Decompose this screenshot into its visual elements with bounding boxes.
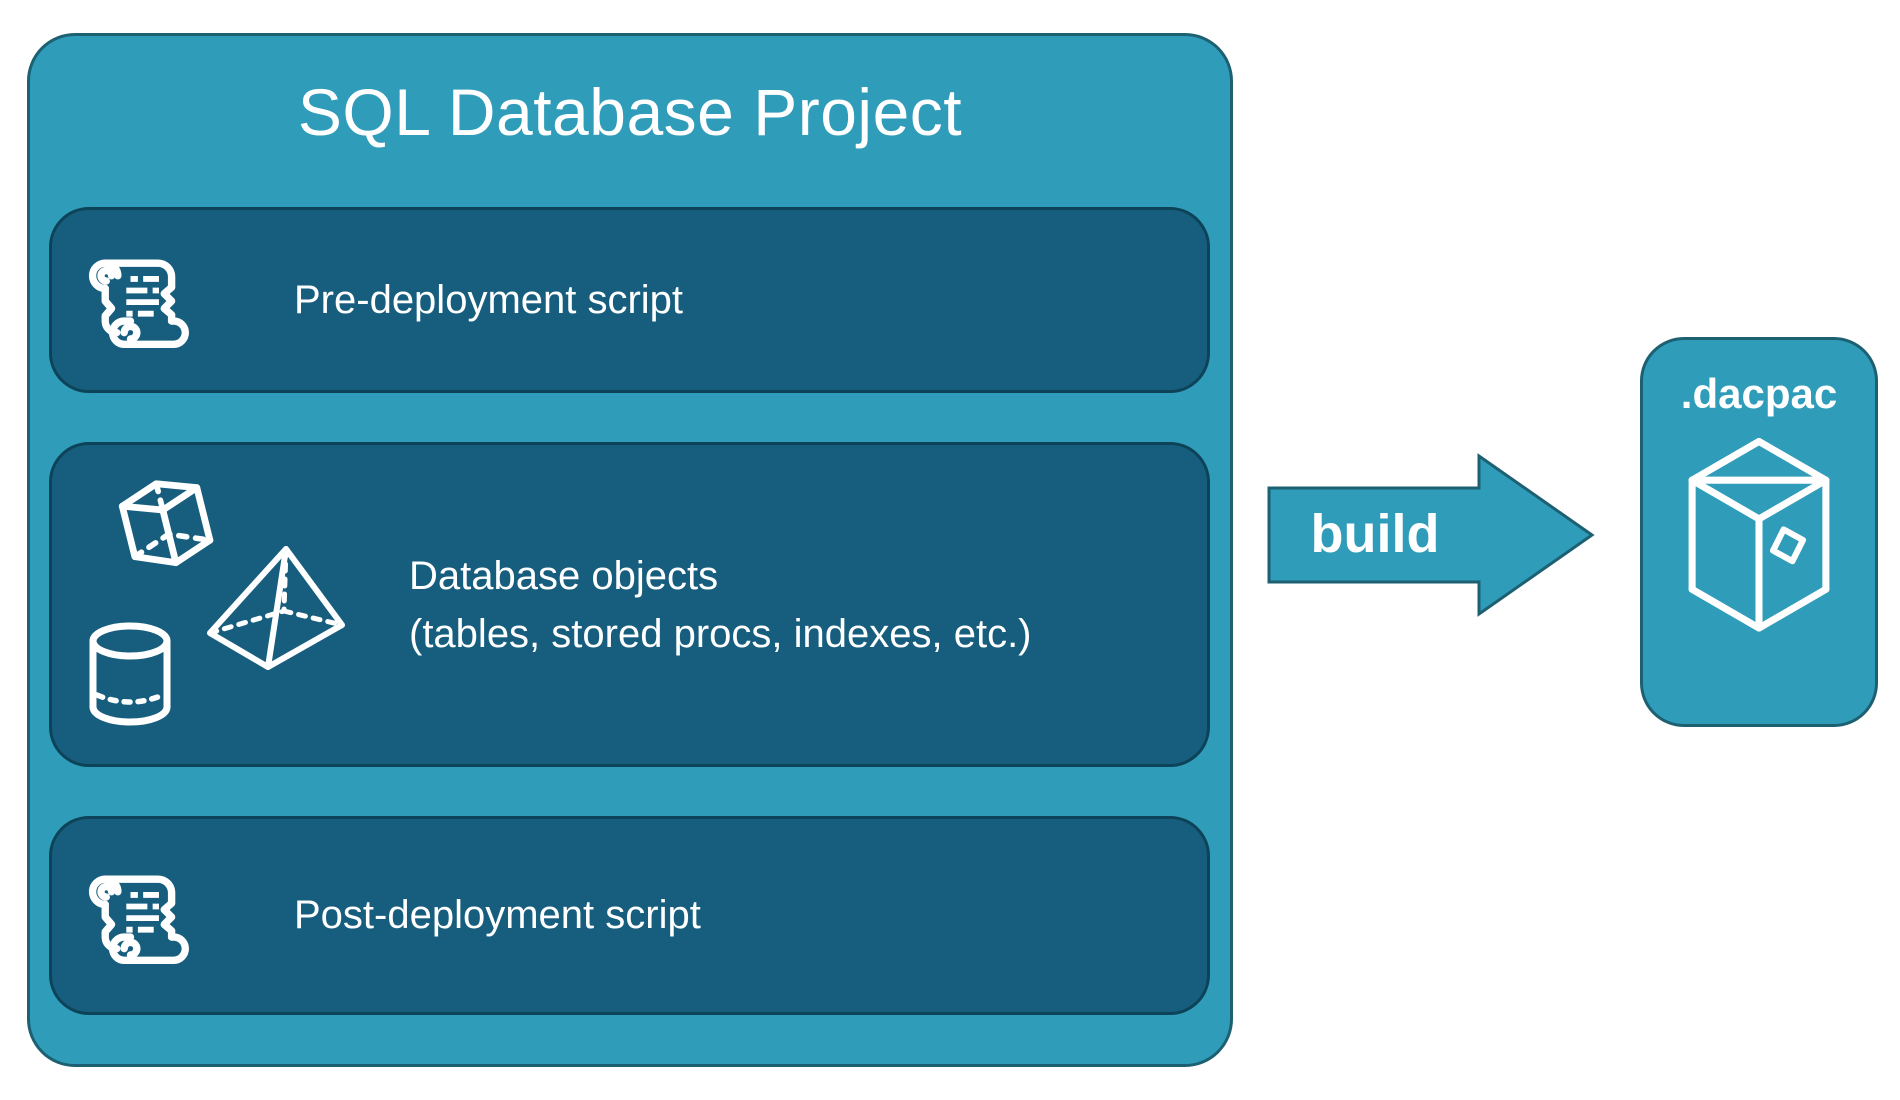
pyramid-icon [207,546,345,670]
panel-label: Post-deployment script [294,893,701,937]
panel-label: Pre-deployment script [294,277,684,322]
panel-post-deployment-script: Post-deployment script [49,816,1210,1015]
cylinder-icon [89,622,171,726]
build-arrow [1267,453,1595,617]
panel-label-line2: (tables, stored procs, indexes, etc.) [409,611,1032,656]
dacpac-card: .dacpac [1640,337,1878,727]
scroll-icon [88,259,189,348]
dacpac-label: .dacpac [1680,370,1838,417]
page-title: SQL Database Project [297,75,963,149]
panel-pre-deployment-script: Pre-deployment script [49,207,1210,393]
build-arrow-label: build [1310,504,1440,564]
sql-database-project-box: SQL Database Project Pre-deployment scri… [27,33,1233,1067]
package-icon [1688,437,1830,632]
panel-label-line1: Database objects [409,553,719,598]
cube-icon [118,480,214,567]
panel-label: Database objects (tables, stored procs, … [409,445,1032,764]
scroll-icon [88,874,189,964]
panel-database-objects: Database objects (tables, stored procs, … [49,442,1210,767]
